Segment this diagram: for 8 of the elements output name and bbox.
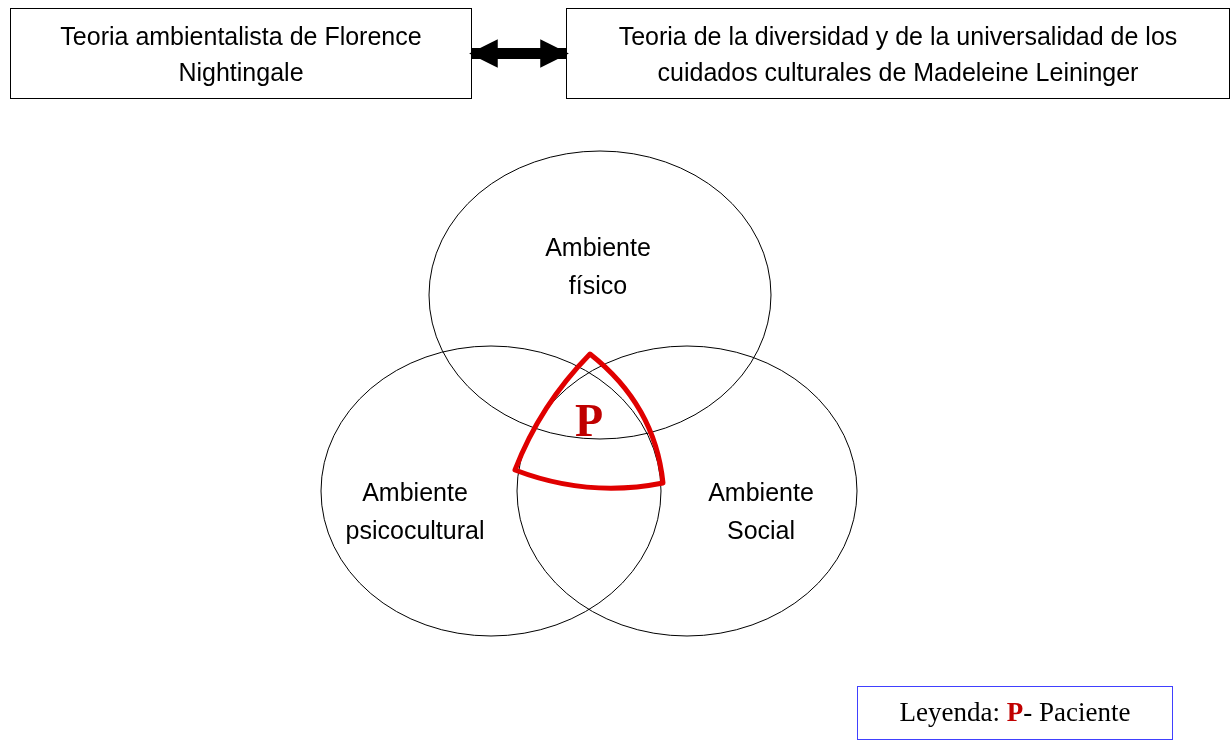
region-label: P — [573, 402, 605, 440]
region-label: Ambiente físico — [544, 232, 652, 301]
text-box: Teoria de la diversidad y de la universalidad de los cuidados culturales de Madeleine Leininger — [566, 8, 1230, 99]
region-label: Ambiente Social — [707, 477, 815, 546]
text-box: Teoria ambientalista de Florence Nightingale — [10, 8, 472, 99]
legend-note: Leyenda: P- Paciente — [857, 686, 1173, 740]
region-label: Ambiente psicocultural — [344, 477, 486, 546]
double-arrow — [469, 39, 569, 68]
